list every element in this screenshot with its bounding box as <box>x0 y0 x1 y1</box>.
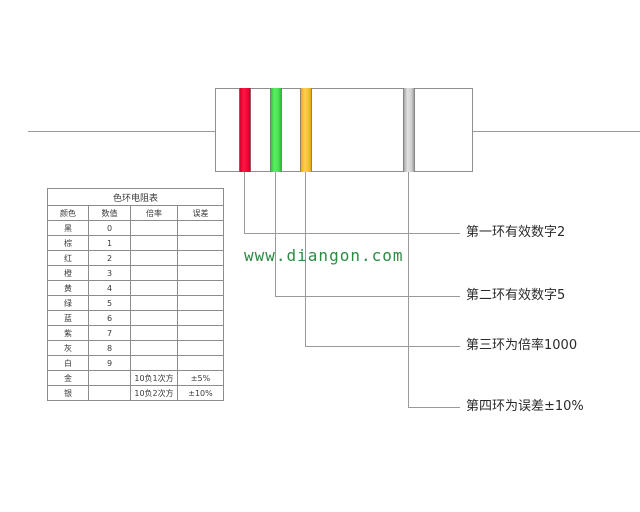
cell-multiplier <box>130 280 178 296</box>
cell-tolerance: ±10% <box>176 385 225 401</box>
cell-value: 4 <box>88 280 131 296</box>
cell-color: 棕 <box>47 235 89 251</box>
cell-value <box>88 385 131 401</box>
leader-line-2-horizontal <box>275 296 460 297</box>
cell-tolerance <box>176 220 225 236</box>
cell-value: 6 <box>88 310 131 326</box>
leader-line-3-horizontal <box>305 346 460 347</box>
cell-value: 5 <box>88 295 131 311</box>
cell-value: 1 <box>88 235 131 251</box>
cell-tolerance <box>176 340 225 356</box>
cell-tolerance <box>176 295 225 311</box>
cell-color: 橙 <box>47 265 89 281</box>
leader-line-4-horizontal <box>408 407 460 408</box>
cell-value: 7 <box>88 325 131 341</box>
table-title: 色环电阻表 <box>46 188 225 206</box>
table-row: 银 10负2次方±10% <box>47 385 225 401</box>
cell-tolerance <box>176 235 225 251</box>
table-title-row: 色环电阻表 <box>46 188 225 206</box>
cell-value: 8 <box>88 340 131 356</box>
cell-multiplier: 10负2次方 <box>130 385 178 401</box>
table-row: 金 10负1次方±5% <box>47 370 225 386</box>
cell-color: 紫 <box>47 325 89 341</box>
cell-multiplier <box>130 220 178 236</box>
cell-color: 绿 <box>47 295 89 311</box>
column-header-multiplier: 倍率 <box>130 205 178 221</box>
cell-multiplier <box>130 235 178 251</box>
cell-multiplier <box>130 310 178 326</box>
cell-multiplier <box>130 355 178 371</box>
cell-value <box>88 370 131 386</box>
cell-color: 灰 <box>47 340 89 356</box>
cell-color: 黑 <box>47 220 89 236</box>
callout-label-band-1: 第一环有效数字2 <box>466 225 566 240</box>
cell-value: 2 <box>88 250 131 266</box>
resistor-lead-right <box>472 131 640 132</box>
callout-label-band-2: 第二环有效数字5 <box>466 288 566 303</box>
column-header-value: 数值 <box>88 205 131 221</box>
cell-multiplier <box>130 250 178 266</box>
column-header-color: 颜色 <box>47 205 89 221</box>
cell-tolerance <box>176 280 225 296</box>
cell-color: 黄 <box>47 280 89 296</box>
watermark-text: www.diangon.com <box>244 246 404 265</box>
resistor-band-2 <box>270 88 282 172</box>
cell-tolerance <box>176 325 225 341</box>
resistor-lead-left <box>28 131 216 132</box>
resistor-band-3 <box>300 88 312 172</box>
cell-color: 银 <box>47 385 89 401</box>
cell-tolerance <box>176 265 225 281</box>
column-header-tolerance: 误差 <box>176 205 225 221</box>
leader-line-1-vertical <box>244 172 245 233</box>
resistor-band-1 <box>239 88 251 172</box>
cell-tolerance <box>176 310 225 326</box>
cell-color: 金 <box>47 370 89 386</box>
cell-tolerance <box>176 250 225 266</box>
leader-line-4-vertical <box>408 172 409 407</box>
cell-color: 蓝 <box>47 310 89 326</box>
resistor-band-4 <box>403 88 415 172</box>
cell-multiplier: 10负1次方 <box>130 370 178 386</box>
cell-color: 白 <box>47 355 89 371</box>
cell-value: 9 <box>88 355 131 371</box>
cell-multiplier <box>130 340 178 356</box>
cell-tolerance <box>176 355 225 371</box>
cell-color: 红 <box>47 250 89 266</box>
cell-multiplier <box>130 295 178 311</box>
leader-line-1-horizontal <box>244 233 460 234</box>
cell-value: 0 <box>88 220 131 236</box>
cell-multiplier <box>130 325 178 341</box>
table-header-row: 颜色 数值 倍率 误差 <box>47 205 225 221</box>
cell-value: 3 <box>88 265 131 281</box>
cell-multiplier <box>130 265 178 281</box>
cell-tolerance: ±5% <box>176 370 225 386</box>
resistor-body <box>215 88 473 172</box>
callout-label-band-3: 第三环为倍率1000 <box>466 338 578 353</box>
leader-line-3-vertical <box>305 172 306 346</box>
callout-label-band-4: 第四环为误差±10% <box>466 399 584 414</box>
leader-line-2-vertical <box>275 172 276 296</box>
